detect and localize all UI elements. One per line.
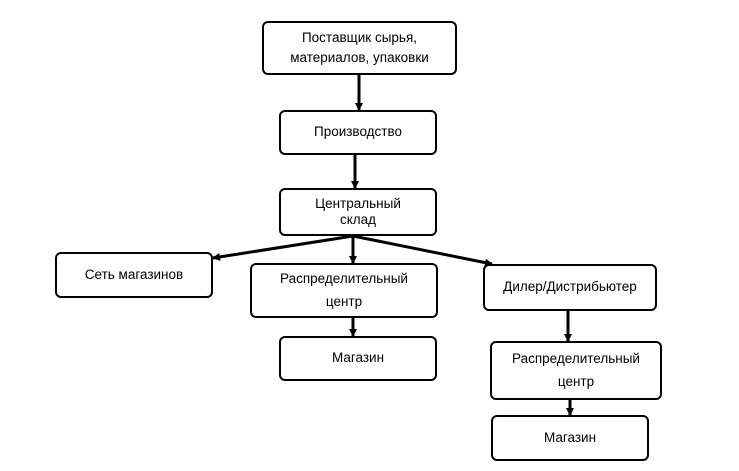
node-production-label: Производство <box>313 124 403 140</box>
node-store-chain-label: Сеть магазинов <box>84 266 184 282</box>
node-supplier: Поставщик сырья, материалов, упаковки <box>262 21 457 75</box>
arrow-central-warehouse-to-store-chain <box>212 234 354 261</box>
node-production: Производство <box>279 110 437 155</box>
node-store-left-label: Магазин <box>331 350 385 366</box>
node-distribution-center-left-label: Распределительный центр <box>280 270 408 309</box>
arrow-central-warehouse-to-dealer <box>352 234 493 267</box>
connector-layer <box>212 75 574 416</box>
node-dealer: Дилер/Дистрибьютер <box>483 264 657 311</box>
node-store-chain: Сеть магазинов <box>55 252 213 298</box>
node-distribution-center-right: Распределительный центр <box>490 341 662 400</box>
node-store-left: Магазин <box>279 336 437 381</box>
node-distribution-center-right-label: Распределительный центр <box>512 350 640 389</box>
node-central-warehouse-label: Центральный склад <box>315 196 401 227</box>
node-supplier-label: Поставщик сырья, материалов, упаковки <box>290 29 429 65</box>
node-distribution-center-left: Распределительный центр <box>250 263 438 318</box>
node-store-right-label: Магазин <box>543 429 597 445</box>
node-central-warehouse: Центральный склад <box>279 188 437 236</box>
node-store-right: Магазин <box>491 415 649 461</box>
node-dealer-label: Дилер/Дистрибьютер <box>503 279 637 295</box>
